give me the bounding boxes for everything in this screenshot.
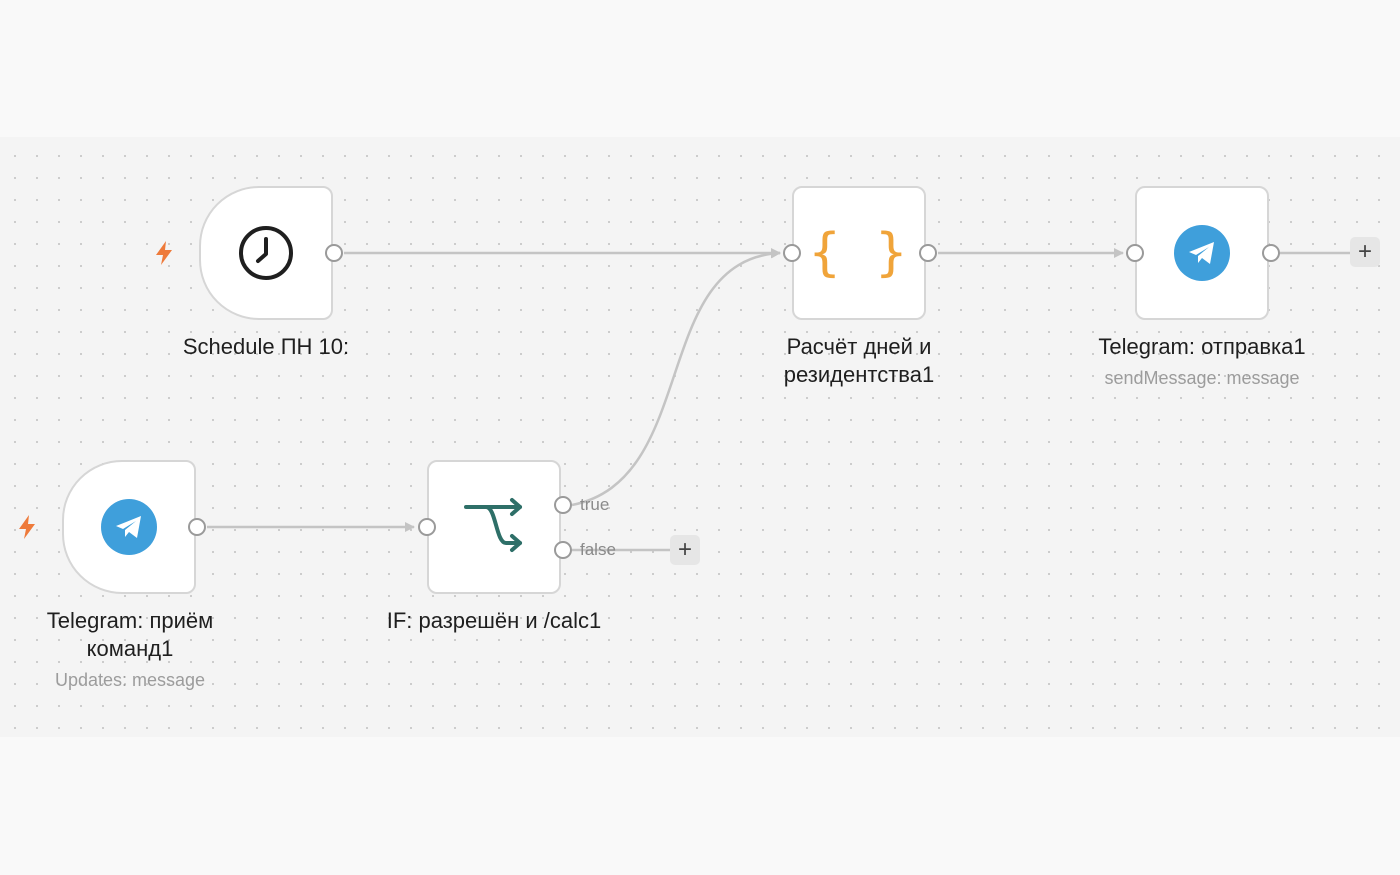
output-handle-false[interactable] <box>554 541 572 559</box>
node-sublabel: sendMessage: message <box>1104 368 1300 388</box>
node-if[interactable] <box>427 460 561 594</box>
output-handle[interactable] <box>188 518 206 536</box>
telegram-icon <box>101 499 157 555</box>
node-label: Расчёт дней и резидентства1 <box>729 333 989 389</box>
output-handle[interactable] <box>1262 244 1280 262</box>
code-braces-icon: { } <box>809 223 909 283</box>
branch-icon <box>464 498 522 552</box>
node-schedule[interactable] <box>199 186 333 320</box>
node-telegram-trigger[interactable] <box>62 460 196 594</box>
add-node-button[interactable]: + <box>670 535 700 565</box>
node-label-line: команд1 <box>86 636 174 661</box>
add-node-button[interactable]: + <box>1350 237 1380 267</box>
node-code[interactable]: { } <box>792 186 926 320</box>
node-label: IF: разрешён и /calc1 <box>386 608 602 633</box>
branch-label-true: true <box>580 495 610 514</box>
output-handle[interactable] <box>919 244 937 262</box>
trigger-bolt-icon <box>156 241 172 265</box>
node-telegram-send[interactable] <box>1135 186 1269 320</box>
output-handle[interactable] <box>325 244 343 262</box>
input-handle[interactable] <box>418 518 436 536</box>
node-label-line: резидентства1 <box>783 362 935 387</box>
node-label: Telegram: отправка1 <box>1098 334 1306 359</box>
node-label: Telegram: приём команд1 <box>0 607 260 663</box>
clock-icon <box>239 226 293 280</box>
branch-label-false: false <box>580 540 616 559</box>
trigger-bolt-icon <box>19 515 35 539</box>
node-sublabel: Updates: message <box>54 670 206 690</box>
node-label-line: Расчёт дней и <box>786 334 932 359</box>
input-handle[interactable] <box>783 244 801 262</box>
node-label-line: Telegram: приём <box>46 608 214 633</box>
output-handle-true[interactable] <box>554 496 572 514</box>
node-label: Schedule ПН 10: <box>182 334 350 359</box>
telegram-icon <box>1174 225 1230 281</box>
input-handle[interactable] <box>1126 244 1144 262</box>
